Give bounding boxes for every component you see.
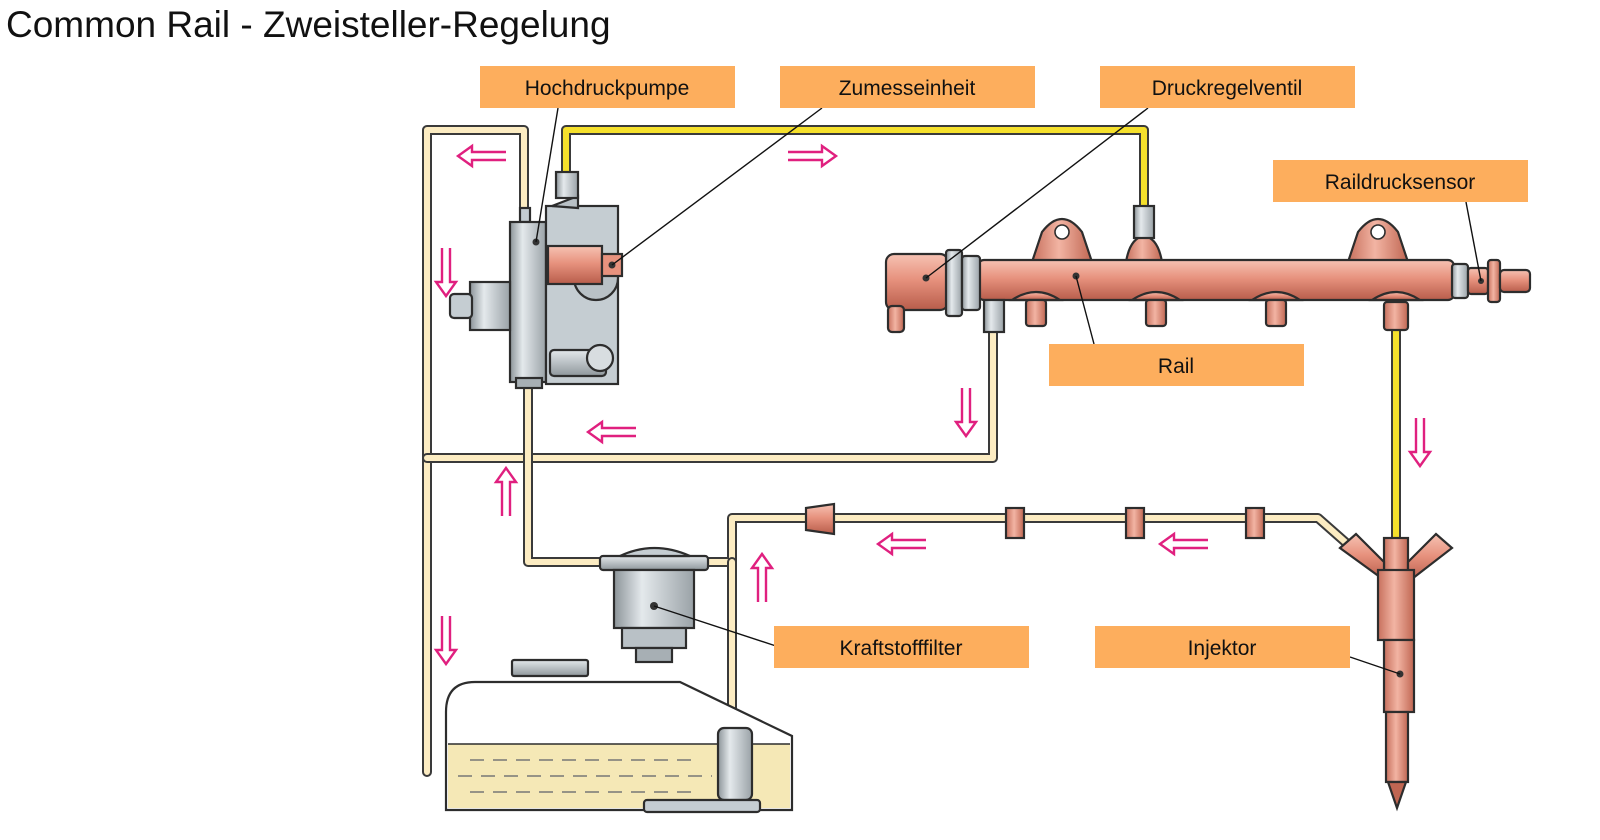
label-raildrucksensor-text: Raildrucksensor [1325,171,1476,194]
label-druckregelventil-text: Druckregelventil [1152,77,1303,100]
high-pressure-lines [561,125,1401,550]
label-kraftstofffilter: Kraftstofffilter [774,626,1029,668]
label-zumesseinheit: Zumesseinheit [780,66,1035,108]
flow-arrow-up [493,465,519,516]
flow-arrow-left [1157,531,1208,557]
leader-lines [535,107,1482,675]
injector [1338,532,1454,812]
label-druckregelventil: Druckregelventil [1100,66,1355,108]
label-kraftstofffilter-text: Kraftstofffilter [840,637,963,660]
fuel-filter [598,546,710,664]
label-rail: Rail [1049,344,1304,386]
label-zumesseinheit-text: Zumesseinheit [839,77,976,100]
label-injektor: Injektor [1095,626,1350,668]
flow-arrows [433,143,1433,667]
low-pressure-lines [422,125,1357,777]
flow-arrow-right [788,143,839,169]
page-title: Common Rail - Zweisteller-Regelung [6,4,611,45]
label-raildrucksensor: Raildrucksensor [1273,160,1528,202]
flow-arrow-down [953,388,979,439]
fuel-tank [444,658,794,814]
label-rail-text: Rail [1158,355,1194,378]
label-hochdruckpumpe-text: Hochdruckpumpe [525,77,690,100]
label-hochdruckpumpe: Hochdruckpumpe [480,66,735,108]
flow-arrow-down [433,616,459,667]
flow-arrow-left [455,143,506,169]
flow-arrow-down [433,248,459,299]
rail [884,204,1532,334]
return-line-connectors [804,502,1266,540]
flow-arrow-left [585,419,636,445]
label-injektor-text: Injektor [1188,637,1257,660]
flow-arrow-down [1407,418,1433,469]
flow-arrow-left [875,531,926,557]
high-pressure-pump [448,170,624,390]
flow-arrow-up [749,551,775,602]
